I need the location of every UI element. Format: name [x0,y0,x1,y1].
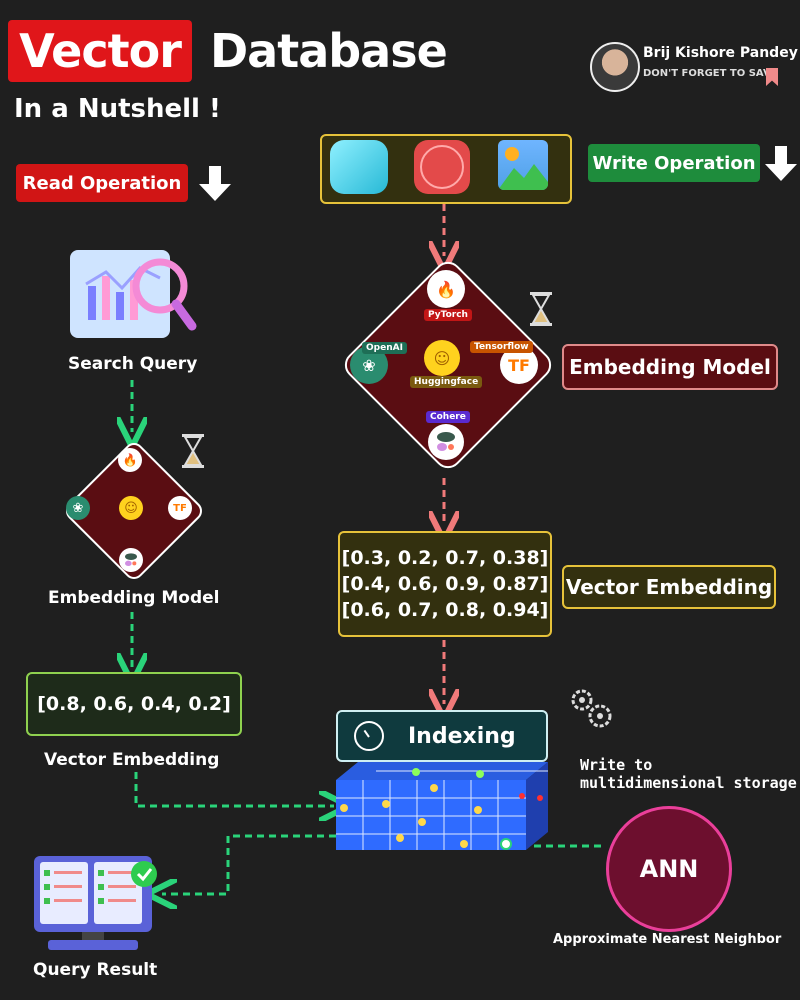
tensorflow-logo: TF [168,496,192,520]
write-note-line2: multidimensional storage [580,774,797,792]
write-operation-label: Write Operation [588,144,760,182]
cohere-tag: Cohere [426,411,470,423]
author-tagline: DON'T FORGET TO SAVE [643,68,778,79]
read-embedding-model-label: Embedding Model [48,588,220,608]
read-vector-box: [0.8, 0.6, 0.4, 0.2] [26,672,242,736]
openai-tag: OpenAI [362,342,407,354]
bookmark-icon [766,68,778,86]
read-operation-label: Read Operation [16,164,188,202]
gears-icon [571,689,612,728]
huggingface-logo: ☺ [119,496,143,520]
openai-logo: ❀ [66,496,90,520]
author-avatar [590,42,640,92]
cohere-logo [119,548,143,572]
hourglass-icon [182,434,204,468]
search-query-icon [68,244,198,344]
write-note-line1: Write to [580,756,653,774]
tensorflow-tag: Tensorflow [470,341,533,353]
arrow-down-icon [765,146,797,181]
pytorch-logo: 🔥 [427,270,465,308]
document-icon [330,140,388,194]
vector-row: [0.4, 0.6, 0.9, 0.87] [341,573,549,595]
embedding-model-label: Embedding Model [562,344,778,390]
cohere-logo [428,424,464,460]
huggingface-tag: Huggingface [410,376,483,388]
query-result-label: Query Result [33,960,158,980]
clock-icon [354,721,384,751]
query-result-icon [34,856,157,950]
hourglass-icon [530,292,552,326]
search-query-label: Search Query [68,354,198,374]
arrow-down-icon [199,166,231,201]
ann-label: Approximate Nearest Neighbor [553,932,782,947]
pytorch-tag: PyTorch [424,309,472,321]
vector-storage-grid [336,762,548,850]
openai-logo: ❀ [350,346,388,384]
vector-row: [0.6, 0.7, 0.8, 0.94] [341,599,549,621]
indexing-box: Indexing [336,710,548,762]
subtitle: In a Nutshell ! [14,94,221,124]
audio-icon [414,140,470,194]
write-vectors-box: [0.3, 0.2, 0.7, 0.38] [0.4, 0.6, 0.9, 0.… [338,531,552,637]
write-vector-embedding-label: Vector Embedding [562,565,776,609]
read-vector-embedding-label: Vector Embedding [44,750,220,770]
huggingface-logo: ☺ [424,340,460,376]
vector-row: [0.3, 0.2, 0.7, 0.38] [341,547,549,569]
image-icon [498,140,548,190]
ann-circle: ANN [606,806,732,932]
title-text: Database [210,24,448,78]
title-highlight: Vector [8,20,192,82]
author-name: Brij Kishore Pandey [643,45,798,61]
write-storage-note: Write to multidimensional storage [580,756,797,792]
pytorch-logo: 🔥 [118,448,142,472]
indexing-label: Indexing [408,723,516,749]
